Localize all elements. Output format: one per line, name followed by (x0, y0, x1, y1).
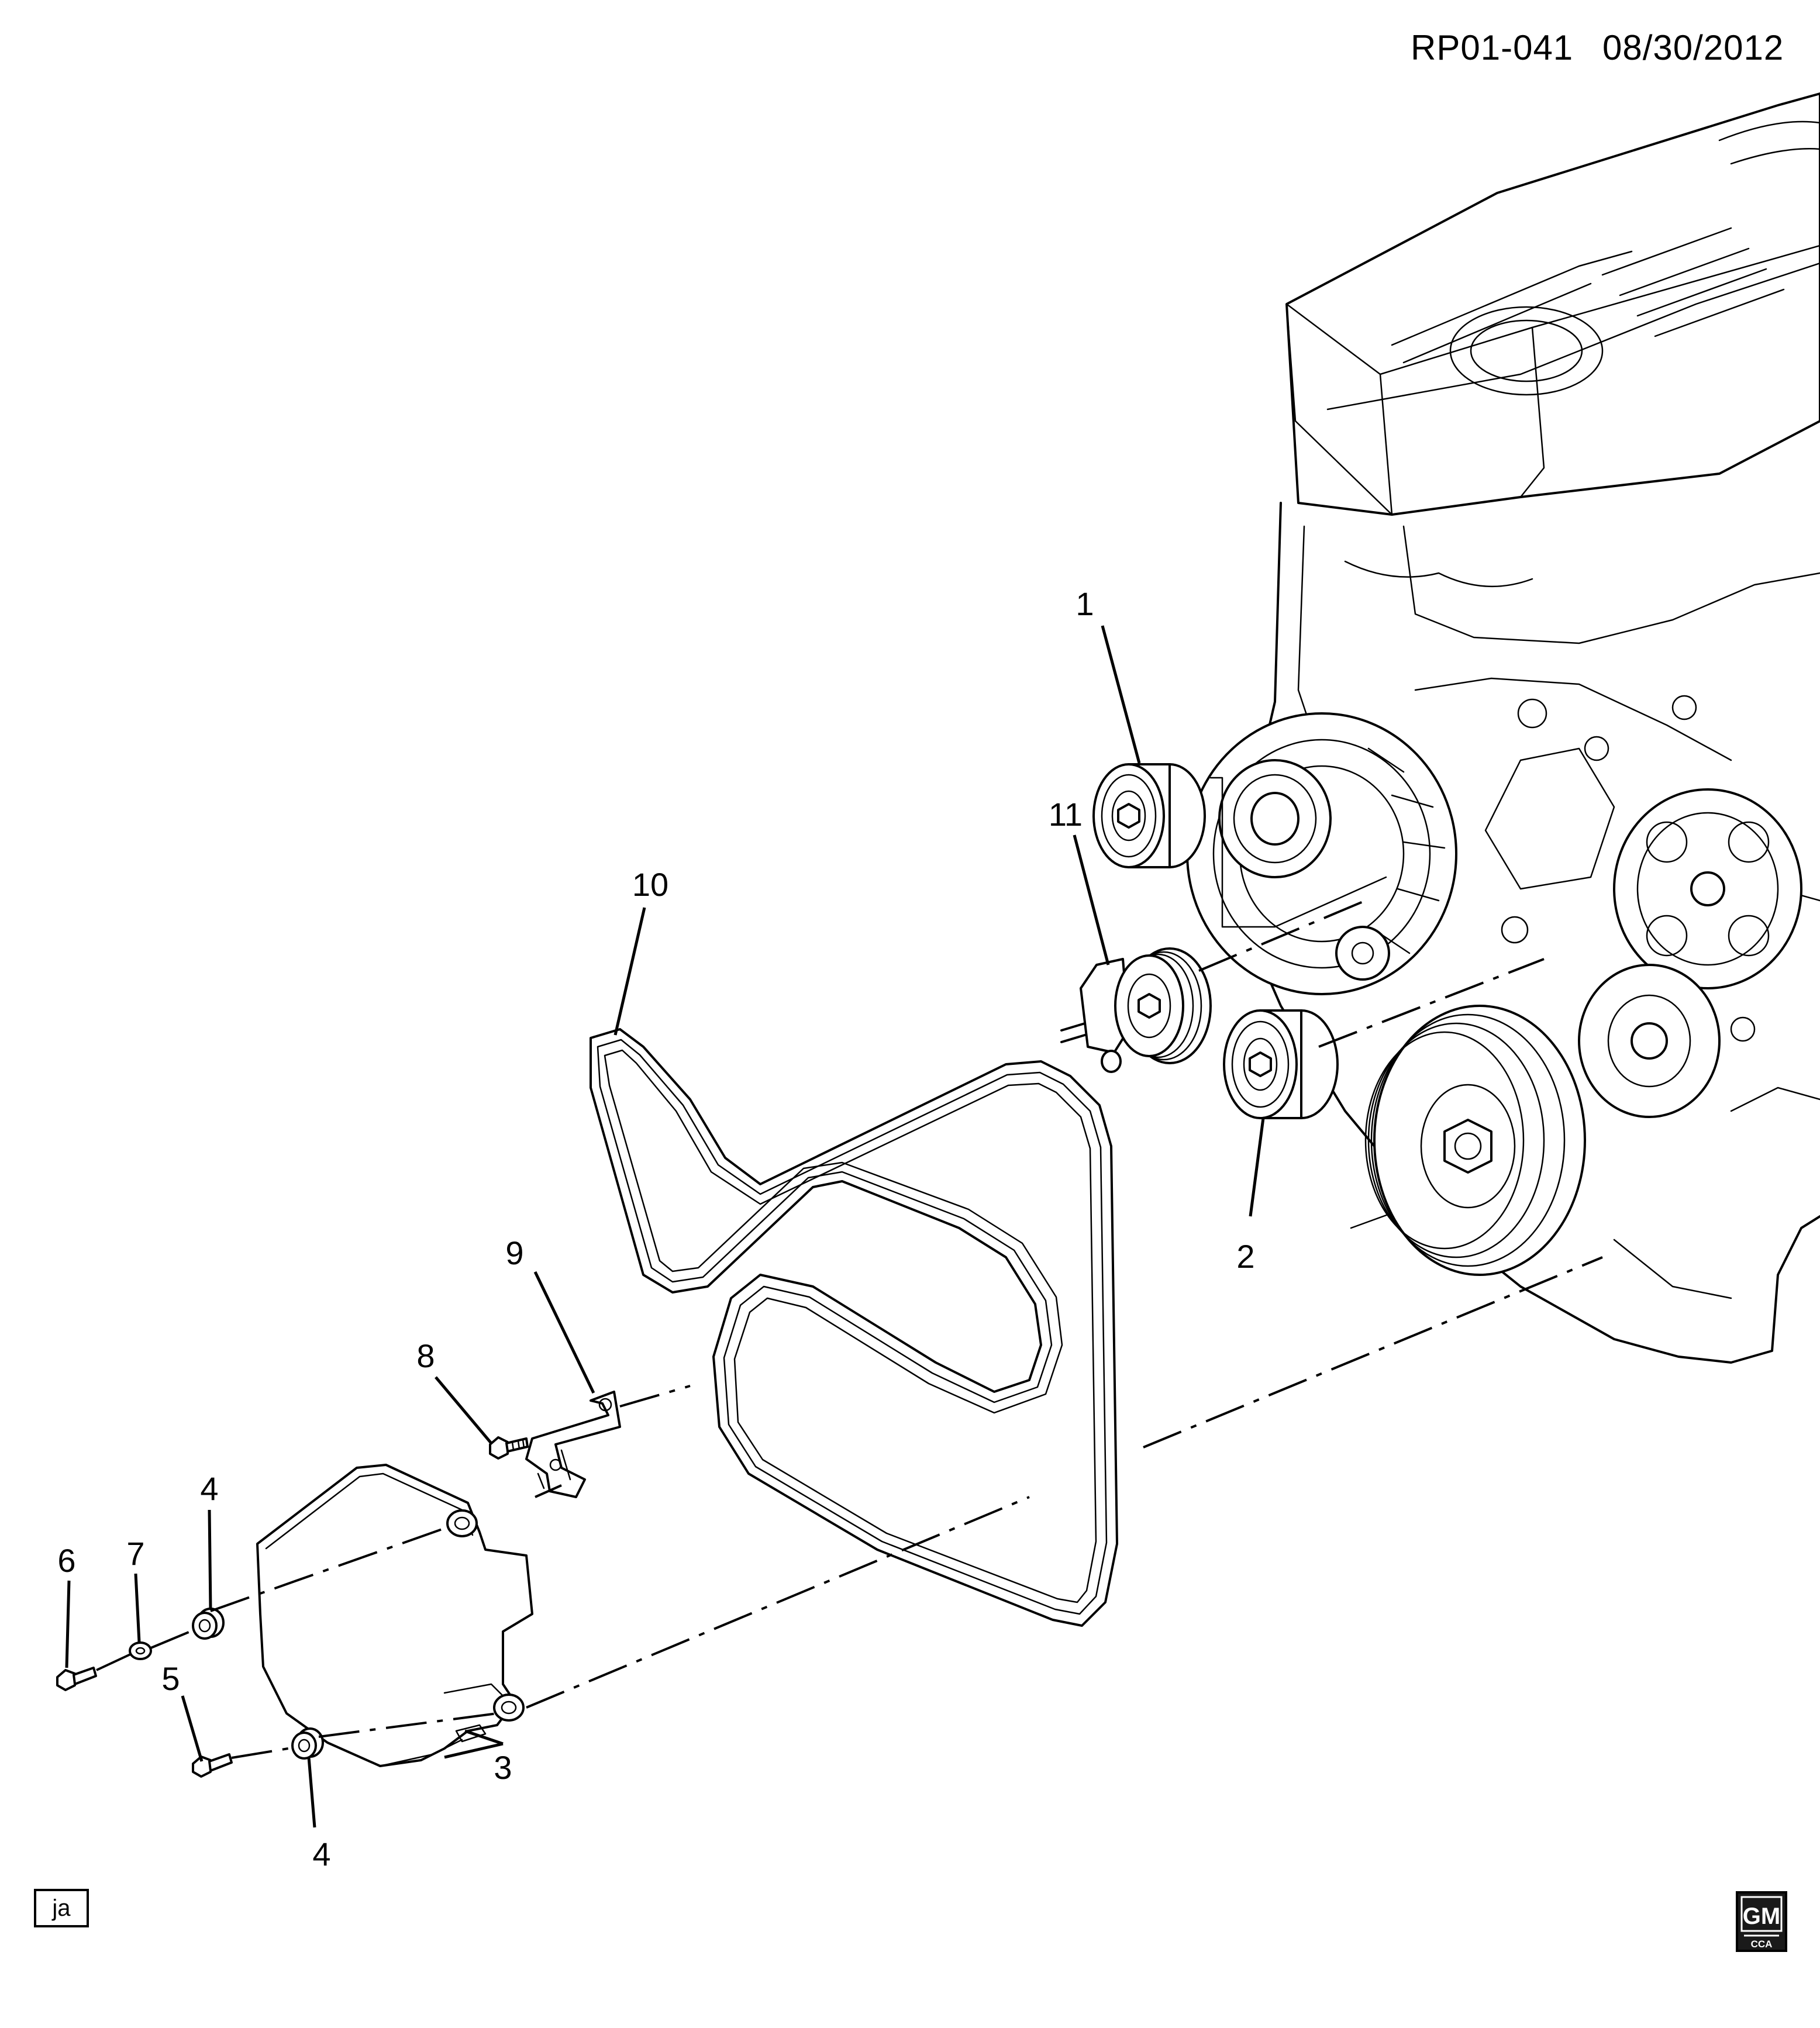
bolt-part-6 (56, 1667, 97, 1691)
initials-text: ja (51, 1895, 71, 1921)
alternator (1186, 712, 1457, 995)
grommet-lower (291, 1727, 324, 1760)
callout-10: 10 (632, 866, 668, 903)
diagram-date: 08/30/2012 (1602, 28, 1784, 67)
gm-logo-subtext: CCA (1751, 1939, 1773, 1950)
callout-6: 6 (57, 1542, 75, 1579)
bolt-part-5 (192, 1753, 233, 1778)
bolt-part-8 (489, 1436, 529, 1460)
front-cover (256, 1464, 533, 1767)
callout-2: 2 (1236, 1238, 1254, 1275)
gm-logo-text: GM (1743, 1903, 1780, 1929)
assembly-lines (96, 777, 1603, 1759)
grommet-upper (192, 1608, 225, 1640)
callout-labels: 1 2 3 4 4 5 6 7 8 9 10 11 (57, 585, 1254, 1872)
initials-box: ja (34, 1889, 89, 1927)
belt-tensioner (1060, 947, 1212, 1073)
callout-4-lower: 4 (312, 1836, 330, 1872)
drive-belt (590, 1028, 1118, 1627)
idler-pulley-upper (1092, 763, 1206, 868)
crankshaft-balancer (1364, 1005, 1586, 1276)
leader-lines (65, 625, 1265, 1828)
mounting-bracket (525, 1391, 621, 1498)
washer (129, 1641, 152, 1660)
callout-11: 11 (1049, 796, 1083, 833)
callout-4-upper: 4 (200, 1470, 218, 1507)
gm-logo: GM CCA (1736, 1891, 1787, 1952)
diagram-reference-number: RP01-041 (1411, 28, 1573, 67)
callout-1: 1 (1076, 585, 1094, 622)
callout-7: 7 (126, 1535, 144, 1572)
idler-pulley-lower (1223, 1009, 1339, 1119)
callout-5: 5 (161, 1660, 180, 1697)
engine-assembly (1186, 92, 1820, 1364)
callout-3: 3 (494, 1749, 512, 1786)
block-idler-pulley (1578, 964, 1721, 1118)
callout-9: 9 (505, 1234, 523, 1271)
water-pump-pulley (1613, 788, 1802, 989)
callout-8: 8 (416, 1337, 435, 1374)
